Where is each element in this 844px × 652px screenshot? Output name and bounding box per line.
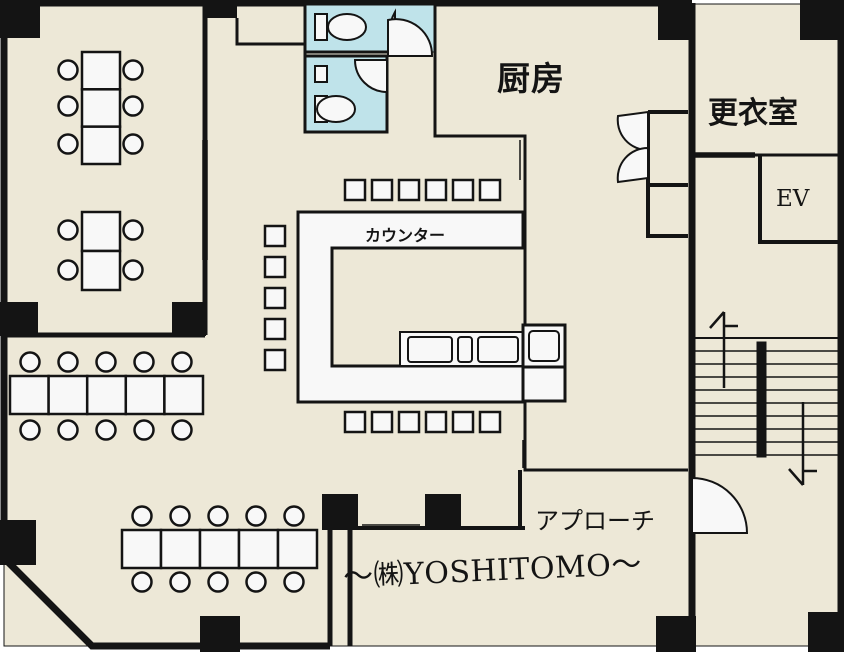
chair: [207, 571, 229, 593]
dining-table: [163, 374, 205, 416]
dining-table: [80, 50, 122, 91]
chair: [131, 505, 153, 527]
chair: [57, 419, 79, 441]
dining-table: [85, 374, 128, 416]
chair: [57, 259, 79, 281]
chair: [169, 505, 191, 527]
counter-stool: [397, 410, 421, 434]
chair: [19, 419, 41, 441]
dining-table: [276, 528, 319, 570]
chair: [57, 133, 79, 155]
dining-table: [159, 528, 202, 570]
chair: [245, 571, 267, 593]
dining-table: [80, 249, 122, 292]
chair: [19, 351, 41, 373]
chair: [169, 571, 191, 593]
dining-table: [8, 374, 50, 416]
doors: [387, 18, 749, 534]
counter-label: カウンター: [365, 226, 446, 245]
stair-arrows: [709, 311, 817, 486]
dining-table: [47, 374, 89, 416]
dining-table: [80, 210, 122, 253]
chair: [57, 59, 79, 81]
locker-room-label: 更衣室: [708, 96, 798, 131]
chair: [122, 219, 144, 241]
counter-stools: [263, 178, 502, 434]
windows: [202, 140, 755, 526]
chair: [171, 351, 193, 373]
chair: [122, 59, 144, 81]
chair: [283, 571, 305, 593]
chair: [57, 95, 79, 117]
chair: [245, 505, 267, 527]
counter-stool: [478, 178, 502, 202]
dining-table: [237, 528, 280, 570]
chair: [171, 419, 193, 441]
chair: [133, 351, 155, 373]
kitchen-label: 厨房: [497, 59, 565, 98]
counter-stool: [370, 410, 394, 434]
chair: [57, 219, 79, 241]
counter-stool: [397, 178, 421, 202]
dining-table: [198, 528, 241, 570]
counter-stool: [263, 255, 287, 279]
dining-table: [124, 374, 166, 416]
counter-stool: [370, 178, 394, 202]
dining-table: [80, 88, 122, 128]
chair: [95, 351, 117, 373]
counter-stool: [343, 178, 367, 202]
chair: [283, 505, 305, 527]
chair: [122, 259, 144, 281]
stair-divider: [756, 341, 767, 458]
counter-stool: [263, 317, 287, 341]
chair: [133, 419, 155, 441]
interior-walls: [4, 4, 838, 530]
counter-stool: [263, 224, 287, 248]
counter-stool: [424, 410, 448, 434]
counter-stool: [263, 348, 287, 372]
counter-stool: [424, 178, 448, 202]
chair: [57, 351, 79, 373]
dining-table: [120, 528, 163, 570]
counter-stool: [478, 410, 502, 434]
counter-stool: [263, 286, 287, 310]
chair: [122, 133, 144, 155]
counter-stool: [343, 410, 367, 434]
counter-desk: [296, 210, 525, 404]
chair: [207, 505, 229, 527]
counter-stool: [451, 410, 475, 434]
elevator-label: EV: [776, 186, 810, 212]
chair: [95, 419, 117, 441]
dining-chairs: [19, 59, 305, 593]
dining-table: [80, 125, 122, 166]
dining-tables: [8, 50, 319, 570]
approach-label: アプローチ: [535, 507, 655, 535]
chair: [131, 571, 153, 593]
chair: [122, 95, 144, 117]
counter-stool: [451, 178, 475, 202]
kitchen-equipment: [399, 323, 567, 403]
